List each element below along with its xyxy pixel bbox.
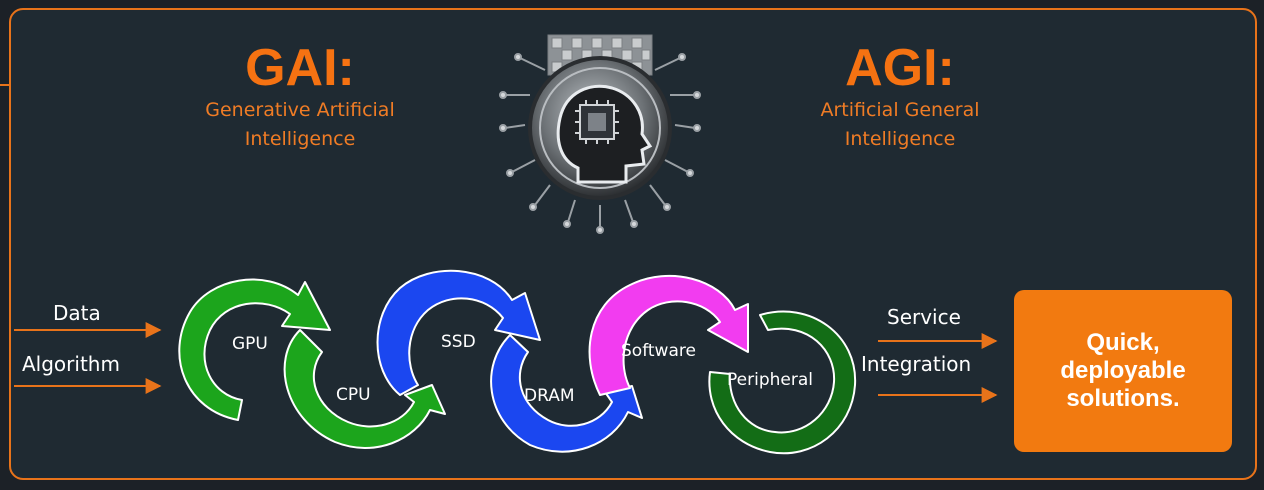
solution-line2: deployable xyxy=(1060,357,1186,384)
solution-line3: solutions. xyxy=(1066,385,1180,412)
gai-subtitle-line2: Intelligence xyxy=(244,128,356,150)
frame-entry-line xyxy=(0,84,10,86)
integration-label: Integration xyxy=(861,352,972,376)
data-label: Data xyxy=(53,301,101,325)
agi-subtitle-line1: Artificial General xyxy=(820,99,980,121)
peripheral-arc-arrow xyxy=(708,310,857,455)
algorithm-label: Algorithm xyxy=(22,352,120,376)
cpu-arc-arrow xyxy=(283,329,446,449)
peripheral-label: Peripheral xyxy=(727,370,813,390)
agi-title: AGI: xyxy=(845,39,955,97)
solution-line1: Quick, xyxy=(1086,329,1160,356)
ssd-arc-arrow xyxy=(376,269,541,396)
solution-box: Quick, deployable solutions. xyxy=(1014,290,1232,452)
agi-subtitle-line2: Intelligence xyxy=(844,128,956,150)
software-arc-arrow xyxy=(588,274,749,396)
gai-heading: GAI: Generative Artificial Intelligence xyxy=(160,40,440,154)
ai-head-chip-icon xyxy=(499,34,701,234)
gpu-arc-arrow xyxy=(178,278,331,421)
ssd-label: SSD xyxy=(441,332,476,352)
agi-heading: AGI: Artificial General Intelligence xyxy=(760,40,1040,154)
service-label: Service xyxy=(887,305,961,329)
gai-subtitle-line1: Generative Artificial xyxy=(205,99,395,121)
cpu-label: CPU xyxy=(336,385,371,405)
gpu-label: GPU xyxy=(232,334,268,354)
software-label: Software xyxy=(621,341,696,361)
dram-label: DRAM xyxy=(524,386,575,406)
gai-title: GAI: xyxy=(245,39,355,97)
dram-arc-arrow xyxy=(490,334,643,453)
